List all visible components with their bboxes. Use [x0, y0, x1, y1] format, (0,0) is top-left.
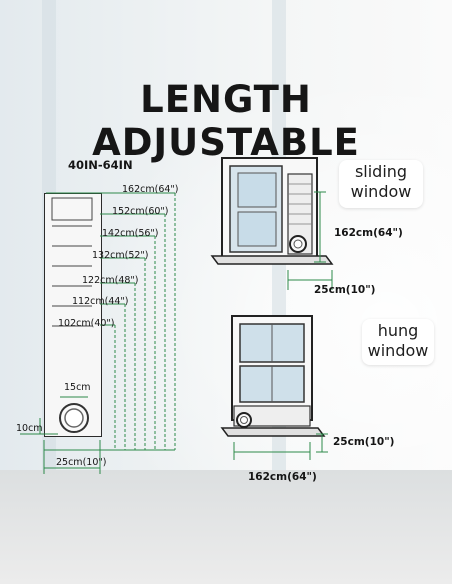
length-label-102: 102cm(40") [58, 318, 115, 329]
length-label-112: 112cm(44") [72, 296, 129, 307]
length-label-162: 162cm(64") [122, 184, 179, 195]
background-floor [0, 470, 452, 584]
page-title: LENGTH ADJUSTABLE [92, 78, 360, 164]
sliding-depth-label: 25cm(10") [314, 284, 376, 296]
hung-window-line2: window [367, 341, 429, 360]
sliding-height-label: 162cm(64") [334, 227, 403, 239]
hung-window-line1: hung [377, 321, 419, 340]
length-ticks [44, 192, 175, 451]
side-dimension-label: 10cm [16, 423, 43, 434]
hung-width-label: 162cm(64") [248, 471, 317, 483]
length-label-142: 142cm(56") [102, 228, 159, 239]
length-label-132: 132cm(52") [92, 250, 149, 261]
length-dimension-lines [114, 193, 176, 450]
sliding-window-card: sliding window [339, 160, 423, 208]
hung-window-card: hung window [362, 319, 434, 365]
background-curtain [272, 0, 286, 584]
window-panel-drawing [44, 193, 102, 437]
vent-hole [59, 396, 89, 433]
hung-height-label: 25cm(10") [333, 436, 395, 448]
panel-segments [51, 197, 93, 327]
width-dimension [20, 418, 101, 474]
hole-diameter-label: 15cm [64, 382, 91, 393]
hung-dimension-lines [233, 433, 328, 460]
sliding-window-line2: window [350, 182, 412, 201]
length-label-122: 122cm(48") [82, 275, 139, 286]
sliding-window-drawing [210, 157, 334, 265]
length-label-152: 152cm(60") [112, 206, 169, 217]
panel-width-label: 25cm(10") [56, 457, 107, 468]
sliding-dimension-lines [287, 191, 333, 290]
sliding-window-line1: sliding [354, 162, 408, 181]
range-label: 40IN-64IN [68, 158, 133, 172]
hung-window-drawing [220, 315, 326, 437]
